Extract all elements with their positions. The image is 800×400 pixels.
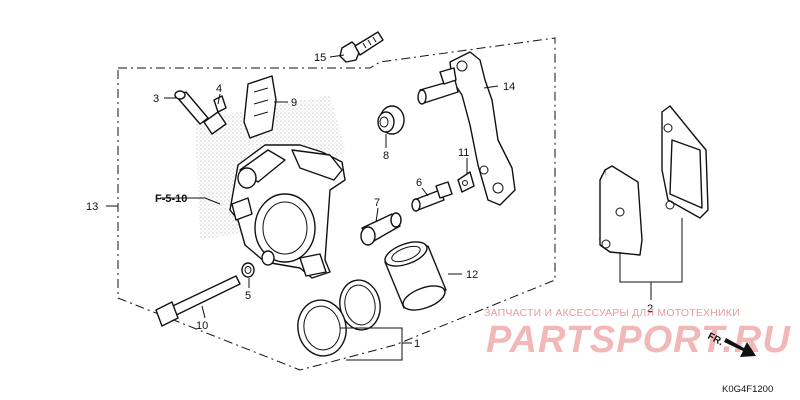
boot-7 [360, 212, 402, 246]
callout-9: 9 [291, 97, 297, 109]
bracket-14 [417, 51, 516, 206]
diagram-code: K0G4F1200 [722, 384, 773, 395]
pad-pin-10 [155, 275, 241, 327]
callout-7: 7 [374, 197, 380, 209]
callout-15: 15 [314, 52, 326, 64]
callout-1: 1 [414, 338, 420, 350]
watermark: ЗАПЧАСТИ И АКСЕССУАРЫ ДЛЯ МОТОТЕХНИКИ PA… [484, 307, 791, 361]
piston-12 [384, 241, 447, 311]
clip-11 [457, 171, 475, 193]
callout-8: 8 [383, 150, 389, 162]
callout-12: 12 [466, 269, 478, 281]
callout-5: 5 [245, 290, 251, 302]
callout-14: 14 [503, 81, 515, 93]
bolt-15 [339, 31, 384, 63]
leader-lines [106, 54, 683, 361]
caliper-body [174, 90, 346, 279]
pad-spring-9 [243, 75, 277, 139]
cap-4 [203, 95, 227, 135]
callout-13: 13 [86, 201, 98, 213]
caliper-assembly-frame [117, 37, 556, 371]
callout-3: 3 [153, 93, 159, 105]
callout-6: 6 [416, 177, 422, 189]
watermark-brand: PARTSPORT.RU [486, 319, 791, 361]
reference-label: F-5-10 [155, 193, 187, 205]
washer-5 [241, 250, 275, 278]
callout-2: 2 [647, 303, 653, 315]
piston-seals-1 [297, 279, 381, 357]
boot-8 [377, 105, 405, 135]
callout-10: 10 [196, 320, 208, 332]
slide-pin-6 [411, 181, 453, 212]
watermark-tagline: ЗАПЧАСТИ И АКСЕССУАРЫ ДЛЯ МОТОТЕХНИКИ [484, 307, 740, 319]
callout-11: 11 [458, 147, 469, 159]
front-arrow-icon [724, 338, 756, 357]
brake-pads-2 [599, 105, 709, 256]
callout-4: 4 [216, 83, 222, 95]
